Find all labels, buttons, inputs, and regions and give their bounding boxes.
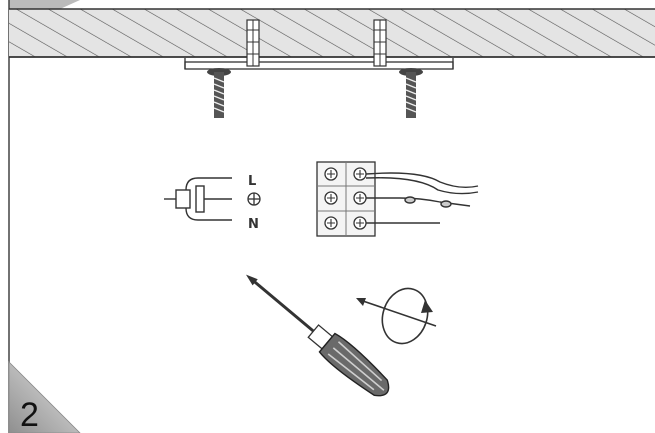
mounting-bracket bbox=[184, 58, 454, 70]
screw-icon bbox=[207, 68, 231, 118]
rotate-arrow-icon bbox=[356, 287, 437, 345]
wall-plug-icon bbox=[246, 19, 260, 67]
plug-icon bbox=[164, 177, 232, 221]
ceiling-slab bbox=[9, 8, 655, 58]
corner-tab-top bbox=[9, 0, 80, 9]
earth-symbol-icon bbox=[247, 192, 261, 206]
step-corner-tab bbox=[8, 361, 81, 433]
step-number: 2 bbox=[20, 396, 39, 433]
cable-icon bbox=[365, 172, 479, 224]
terminal-block-icon bbox=[316, 161, 376, 237]
wall-plug-icon bbox=[373, 19, 387, 67]
terminal-label-neutral: N bbox=[248, 217, 259, 232]
screwdriver-icon bbox=[245, 274, 390, 397]
terminal-label-live: L bbox=[248, 174, 256, 189]
screw-icon bbox=[399, 68, 423, 118]
